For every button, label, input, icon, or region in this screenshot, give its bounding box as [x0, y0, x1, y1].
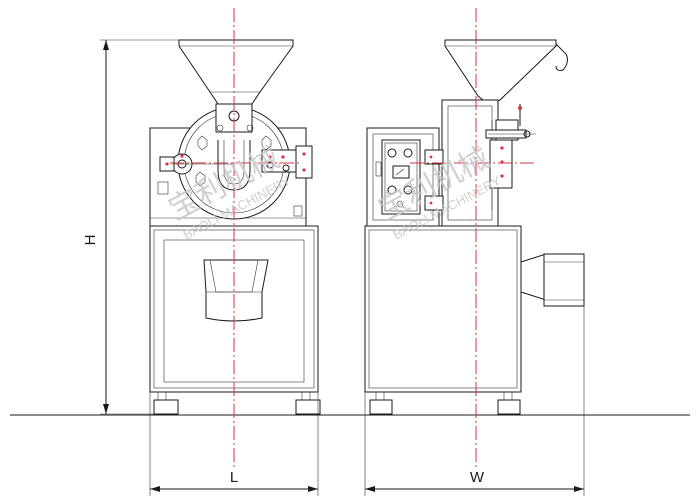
front-right-foot	[295, 399, 321, 415]
ammeter-gauge	[392, 165, 410, 179]
dimension-width	[364, 306, 585, 496]
hook-icon	[555, 43, 568, 71]
side-view	[364, 8, 585, 470]
control-button-1	[387, 148, 397, 158]
front-hopper	[178, 39, 294, 105]
front-view	[149, 8, 321, 470]
front-discharge-chute	[203, 259, 269, 322]
side-discharge-outlet	[543, 253, 585, 307]
dimension-height	[100, 39, 180, 415]
control-button-3	[387, 185, 397, 195]
control-button-2	[403, 148, 413, 158]
height-label: H	[82, 235, 99, 246]
width-label: W	[470, 469, 485, 486]
front-left-foot	[153, 399, 179, 415]
dimension-length	[149, 392, 319, 496]
control-button-4	[403, 185, 413, 195]
side-right-foot	[497, 399, 521, 415]
side-left-foot	[369, 399, 393, 415]
side-stand	[364, 225, 522, 393]
length-label: L	[230, 469, 238, 486]
side-hopper	[444, 39, 557, 105]
